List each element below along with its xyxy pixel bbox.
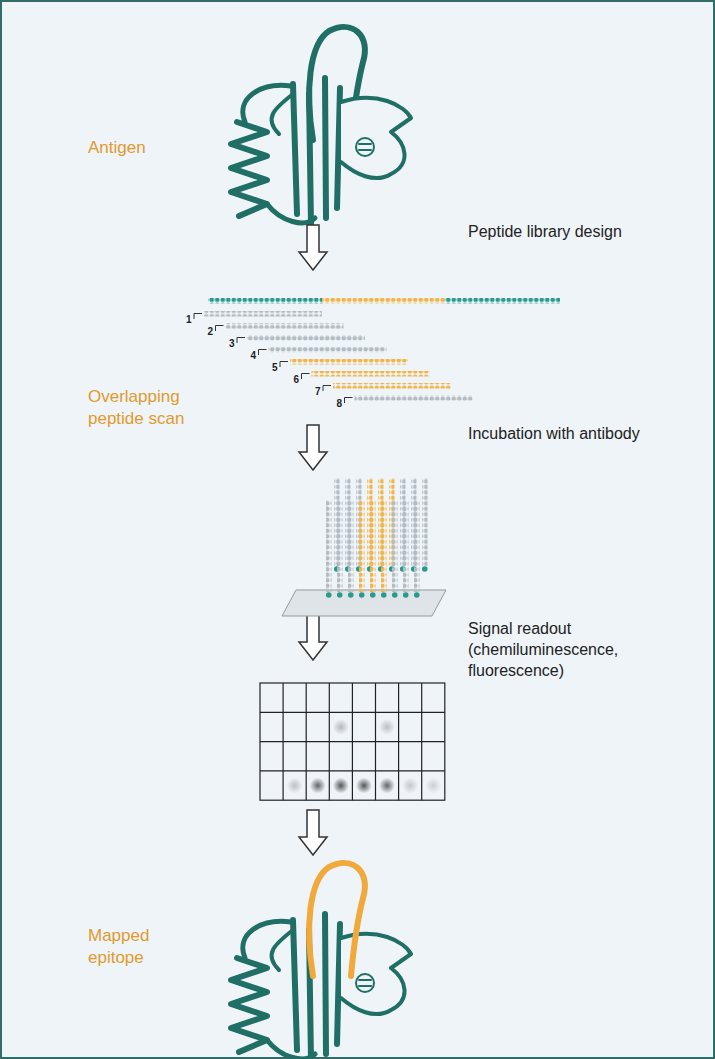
peptide-number: 4 [251, 351, 257, 361]
step-label: Incubation with antibody [468, 424, 640, 445]
stage-title: Antigen [88, 137, 208, 159]
peptide-number: 5 [272, 363, 278, 373]
peptide-number: 7 [315, 387, 321, 397]
flow-arrows [299, 225, 327, 855]
overlapping-peptides [194, 311, 473, 403]
peptide-number: 3 [229, 339, 235, 349]
step-label: Peptide library design [468, 222, 628, 243]
peptide-number: 1 [186, 315, 192, 325]
full-sequence [208, 298, 560, 304]
step-label: Signal readout (chemiluminescence, fluor… [468, 619, 646, 681]
mapped-protein [231, 863, 411, 1059]
peptide-number: 2 [208, 327, 214, 337]
peptide-number: 6 [294, 375, 300, 385]
readout-grid [260, 683, 445, 800]
antigen-protein [231, 27, 411, 224]
peptide-number: 8 [337, 399, 343, 409]
peptide-array [282, 478, 446, 616]
stage-title: Mapped epitope [88, 925, 183, 969]
stage-title: Overlapping peptide scan [88, 386, 200, 430]
